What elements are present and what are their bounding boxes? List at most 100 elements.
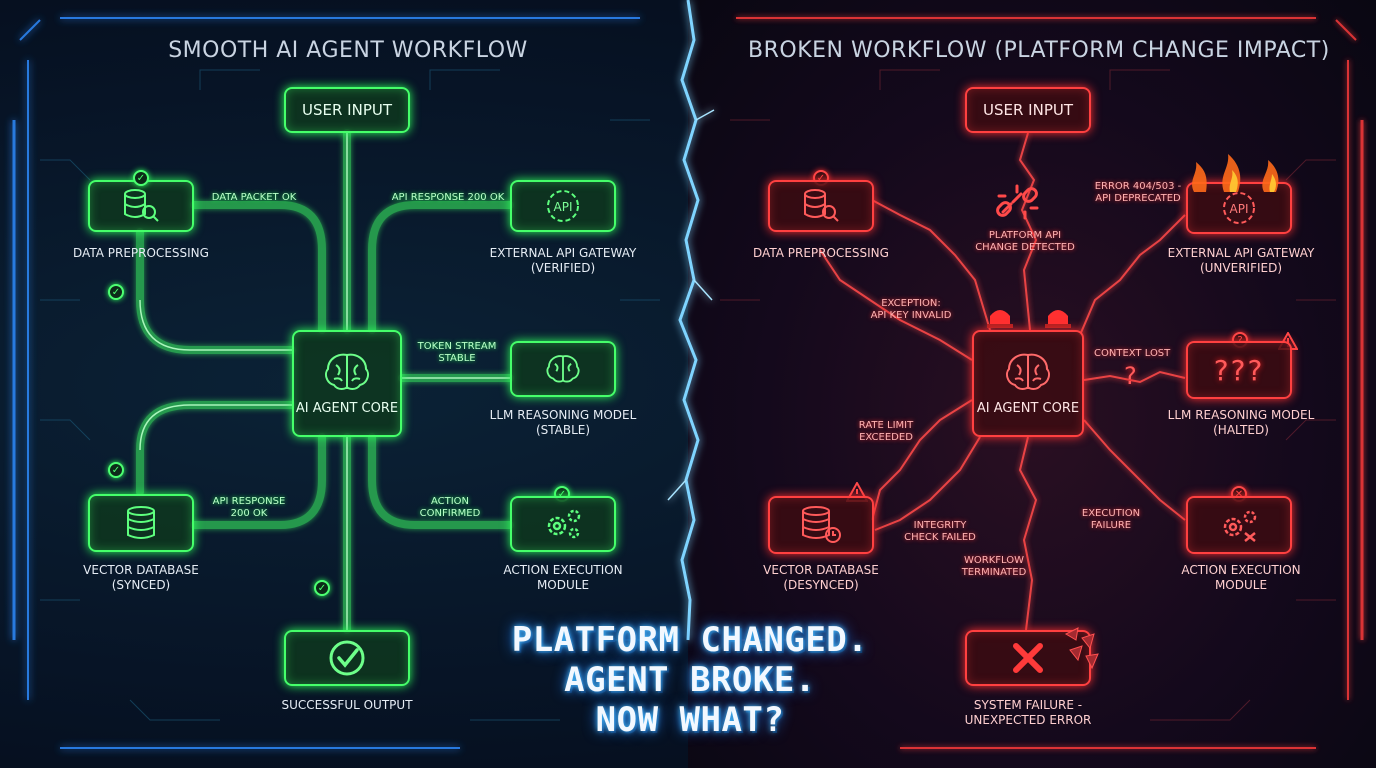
- right-edge-workflow-terminated: WORKFLOW TERMINATED: [954, 555, 1034, 579]
- right-action-label-line1: ACTION EXECUTION: [1181, 563, 1301, 577]
- left-external-api-label: EXTERNAL API GATEWAY (VERIFIED): [478, 246, 648, 276]
- headline-line-3: NOW WHAT?: [595, 700, 785, 740]
- right-llm-label: LLM REASONING MODEL (HALTED): [1156, 408, 1326, 438]
- center-lightning-divider: [678, 0, 700, 641]
- question-marks-icon: ???: [1213, 353, 1265, 387]
- left-vector-db-label: VECTOR DATABASE (SYNCED): [60, 563, 222, 593]
- right-action-node: [1186, 496, 1292, 554]
- left-edge-api-response-2-line1: API RESPONSE: [212, 496, 286, 507]
- left-edge-api-response-1: API RESPONSE 200 OK: [391, 192, 505, 203]
- right-llm-label-line1: LLM REASONING MODEL: [1167, 408, 1315, 422]
- left-frame: [12, 17, 640, 749]
- right-external-api-label-line2: (UNVERIFIED): [1199, 261, 1283, 275]
- left-edge-action-confirmed-line2: CONFIRMED: [419, 508, 481, 519]
- left-data-preprocessing-label: DATA PREPROCESSING: [73, 246, 209, 260]
- right-edge-execution-failure: EXECUTION FAILURE: [1076, 508, 1146, 532]
- left-llm-label: LLM REASONING MODEL (STABLE): [478, 408, 648, 438]
- left-green-core-lines: [139, 133, 510, 630]
- database-search-icon-broken: [804, 189, 839, 222]
- right-vector-db-label-line1: VECTOR DATABASE: [763, 563, 879, 577]
- context-lost-question-icon: ?: [1124, 362, 1137, 390]
- left-edge-token-stream: TOKEN STREAM STABLE: [412, 341, 502, 365]
- alarm-light-icon-1: [987, 310, 1013, 328]
- right-edge-exception-line1: EXCEPTION:: [881, 298, 941, 309]
- left-vector-db-label-line2: (SYNCED): [111, 578, 171, 592]
- right-edge-platform-change-line1: PLATFORM API: [988, 230, 1062, 241]
- right-llm-node: ???: [1186, 341, 1292, 399]
- right-vector-db-label: VECTOR DATABASE (DESYNCED): [740, 563, 902, 593]
- left-edge-action-confirmed-line1: ACTION: [430, 496, 470, 507]
- left-action-label-line2: MODULE: [536, 578, 590, 592]
- database-search-icon: [124, 189, 159, 222]
- svg-text:API: API: [554, 200, 573, 214]
- left-edge-check-icon-1: ✓: [108, 284, 124, 300]
- left-user-input-label: USER INPUT: [302, 101, 392, 119]
- brain-icon-broken: [1006, 353, 1050, 390]
- left-edge-token-stream-line1: TOKEN STREAM: [417, 341, 497, 352]
- brain-icon: [325, 353, 369, 390]
- headline-line-1: PLATFORM CHANGED.: [511, 620, 869, 660]
- center-headline: PLATFORM CHANGED. AGENT BROKE. NOW WHAT?: [480, 620, 900, 740]
- left-edge-token-stream-line2: STABLE: [438, 353, 476, 364]
- right-edge-workflow-terminated-line1: WORKFLOW: [964, 555, 1024, 566]
- right-data-preprocessing-label: DATA PREPROCESSING: [753, 246, 889, 260]
- gears-icon: [547, 509, 581, 539]
- svg-text:API: API: [1230, 202, 1249, 216]
- right-edge-error-404: ERROR 404/503 - API DEPRECATED: [1088, 181, 1188, 205]
- right-circuit-traces: [720, 69, 1336, 721]
- right-llm-label-line2: (HALTED): [1213, 423, 1269, 437]
- gears-icon-broken: [1223, 510, 1257, 542]
- left-edge-api-response-2: API RESPONSE 200 OK: [204, 496, 294, 520]
- right-action-label: ACTION EXECUTION MODULE: [1156, 563, 1326, 593]
- fire-icon: [1192, 154, 1279, 192]
- left-edge-data-packet: DATA PACKET OK: [211, 192, 297, 203]
- failure-x-icon: [1013, 643, 1043, 673]
- right-edge-context-lost: CONTEXT LOST: [1094, 348, 1171, 359]
- right-edge-rate-limit-line2: EXCEEDED: [859, 432, 913, 443]
- right-edge-integrity-line2: CHECK FAILED: [904, 532, 976, 543]
- right-failure-node: [965, 630, 1091, 686]
- right-failure-label: SYSTEM FAILURE - UNEXPECTED ERROR: [943, 698, 1113, 728]
- left-external-api-label-line2: (VERIFIED): [530, 261, 596, 275]
- database-clock-icon: [802, 506, 841, 543]
- api-gear-icon: API: [547, 190, 579, 222]
- left-agent-core-label: AI AGENT CORE: [295, 401, 399, 416]
- right-agent-core-node: AI AGENT CORE: [972, 330, 1084, 437]
- headline-line-2: AGENT BROKE.: [564, 660, 816, 700]
- right-failure-label-line2: UNEXPECTED ERROR: [964, 713, 1092, 727]
- right-edge-platform-change: PLATFORM API CHANGE DETECTED: [975, 230, 1075, 254]
- left-edge-api-response-2-line2: 200 OK: [230, 508, 268, 519]
- api-gear-icon-broken: API: [1223, 192, 1255, 224]
- left-external-api-node: API: [510, 180, 616, 232]
- left-output-label: SUCCESSFUL OUTPUT: [281, 698, 413, 712]
- left-preprocessing-check-icon: ✓: [133, 170, 149, 186]
- left-vector-db-node: [88, 494, 194, 552]
- success-check-icon: [329, 640, 365, 676]
- left-action-node: [510, 496, 616, 552]
- llm-brain-icon: [546, 355, 580, 383]
- left-llm-label-line2: (STABLE): [535, 423, 591, 437]
- left-action-label-line1: ACTION EXECUTION: [503, 563, 623, 577]
- shattered-fragments-icon: [1064, 627, 1099, 670]
- right-vector-db-node: [768, 496, 874, 554]
- left-output-node: [284, 630, 410, 686]
- right-edge-workflow-terminated-line2: TERMINATED: [961, 567, 1027, 578]
- left-action-label: ACTION EXECUTION MODULE: [478, 563, 648, 593]
- left-user-input-node: USER INPUT: [284, 87, 410, 133]
- right-data-preprocessing-node: [768, 180, 874, 232]
- broken-link-icon: [996, 184, 1039, 220]
- right-edge-exception-line2: API KEY INVALID: [870, 310, 952, 321]
- right-external-api-label: EXTERNAL API GATEWAY (UNVERIFIED): [1156, 246, 1326, 276]
- left-external-api-label-line1: EXTERNAL API GATEWAY: [489, 246, 637, 260]
- right-edge-exception: EXCEPTION: API KEY INVALID: [866, 298, 956, 322]
- right-vector-db-label-line2: (DESYNCED): [783, 578, 859, 592]
- left-llm-label-line1: LLM REASONING MODEL: [489, 408, 637, 422]
- left-vector-db-label-line1: VECTOR DATABASE: [83, 563, 199, 577]
- right-edge-execution-failure-line1: EXECUTION: [1081, 508, 1141, 519]
- left-circuit-traces: [40, 69, 660, 721]
- left-edge-action-confirmed: ACTION CONFIRMED: [408, 496, 492, 520]
- right-edge-error-404-line2: API DEPRECATED: [1095, 193, 1181, 204]
- right-external-api-label-line1: EXTERNAL API GATEWAY: [1167, 246, 1315, 260]
